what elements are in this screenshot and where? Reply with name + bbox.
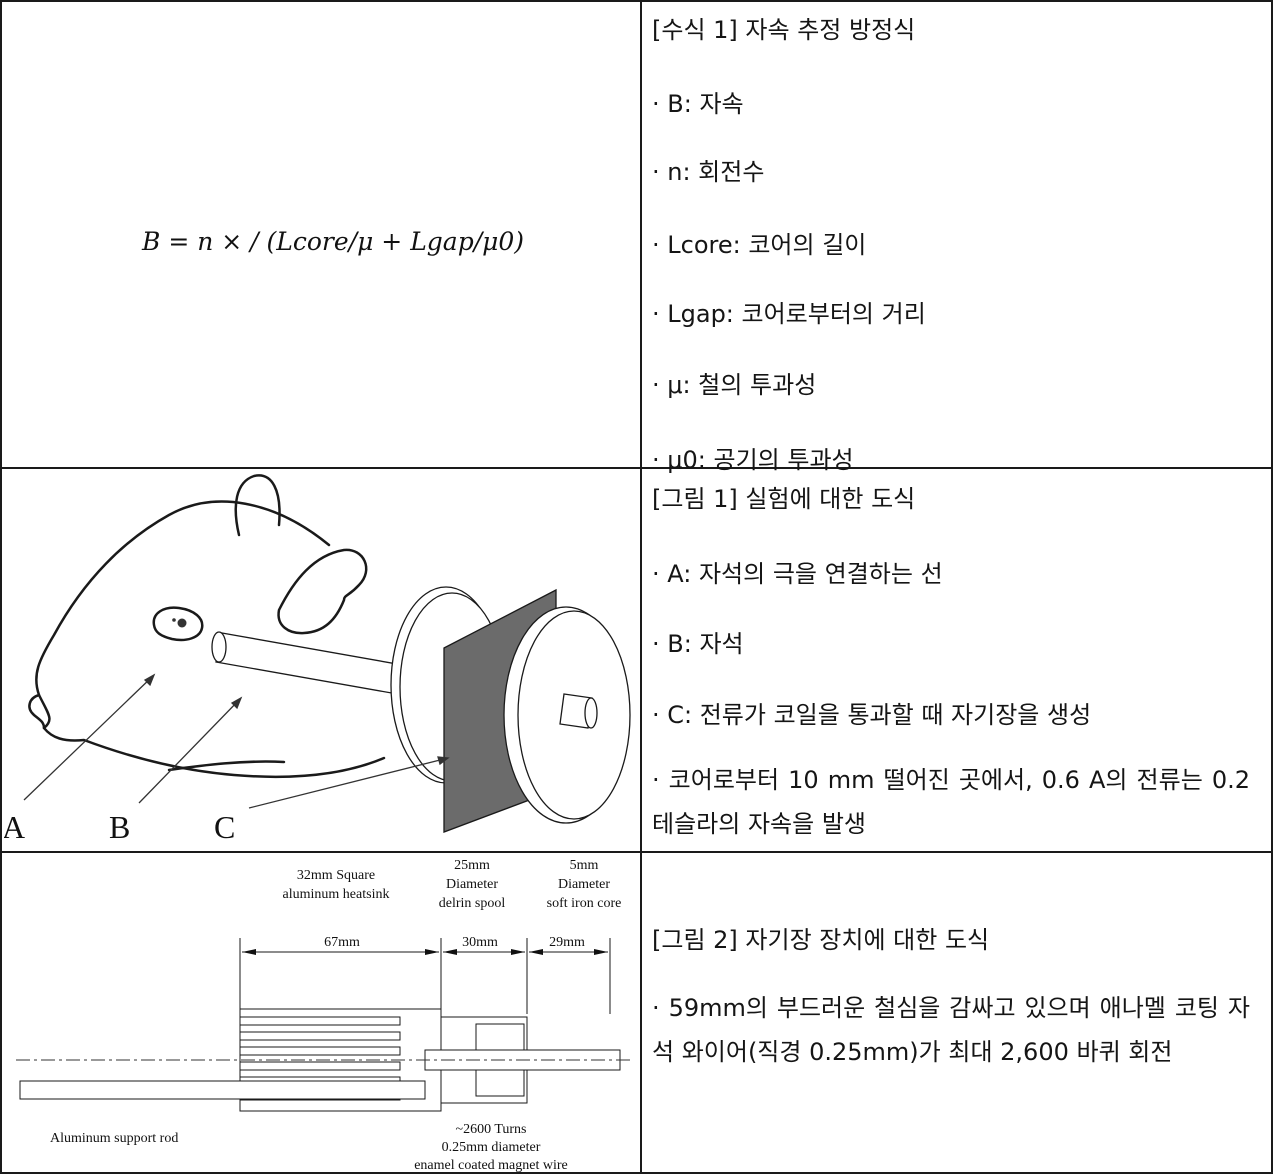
legend-item: · A: 자석의 극을 연결하는 선 — [652, 560, 943, 588]
rat-eye — [152, 606, 204, 642]
rod-label: Aluminum support rod — [50, 1131, 178, 1146]
legend-item: · μ0: 공기의 투과성 — [652, 446, 854, 474]
legend-item: · B: 자석 — [652, 630, 744, 658]
label-a: A — [4, 809, 25, 845]
table-border-left — [0, 0, 2, 1174]
row-divider-1 — [0, 467, 1273, 469]
turns-label: 0.25mm diameter — [442, 1140, 541, 1155]
flux-note: · 코어로부터 10 mm 떨어진 곳에서, 0.6 A의 전류는 0.2 테슬… — [652, 766, 1250, 838]
flux-equation: B = n × / (Lcore/μ + Lgap/μ0) — [142, 227, 525, 256]
equation-legend: [수식 1] 자속 추정 방정식 · B: 자속 · n: 회전수 · Lcor… — [652, 0, 1272, 474]
core-label: soft iron core — [547, 896, 622, 911]
arrow-c — [248, 757, 449, 809]
heatsink-label: 32mm Square — [297, 868, 375, 883]
legend-item: · C: 전류가 코일을 통과할 때 자기장을 생성 — [652, 701, 1092, 729]
column-divider — [640, 0, 642, 1174]
figure2-title: [그림 2] 자기장 장치에 대한 도식 — [652, 926, 990, 954]
experiment-legend: [그림 1] 실험에 대한 도식 · A: 자석의 극을 연결하는 선 · B:… — [652, 469, 1272, 851]
device-schematic: 32mm Square aluminum heatsink 25mm Diame… — [16, 858, 630, 1172]
table-border-bottom — [0, 1172, 1273, 1174]
legend-item: · B: 자속 — [652, 90, 744, 118]
dim-67: 67mm — [324, 935, 360, 950]
dim-29: 29mm — [549, 935, 585, 950]
arrow-b — [138, 697, 242, 804]
rat-mouth — [167, 760, 286, 772]
core-rod-end — [584, 697, 598, 729]
spool-label: 25mm — [454, 858, 490, 873]
core-label: 5mm — [570, 858, 599, 873]
device-note: · 59mm의 부드러운 철심을 감싸고 있으며 애나멜 코팅 자석 와이어(직… — [652, 994, 1250, 1066]
rat-pupil-dot — [172, 618, 176, 622]
experiment-figure: A B C — [4, 474, 631, 845]
dim-30: 30mm — [462, 935, 498, 950]
aluminum-support-rod — [19, 1080, 426, 1100]
heatsink-label: aluminum heatsink — [283, 887, 390, 902]
device-legend: [그림 2] 자기장 장치에 대한 도식 · 59mm의 부드러운 철심을 감싸… — [652, 853, 1272, 1172]
legend-item: · Lgap: 코어로부터의 거리 — [652, 300, 926, 328]
rat-head-outline — [35, 500, 386, 779]
arrow-a — [23, 674, 155, 801]
table-border-right — [1271, 0, 1273, 1174]
core-rod-start — [211, 631, 227, 663]
label-c: C — [214, 809, 235, 845]
label-b: B — [109, 809, 130, 845]
row-divider-2 — [0, 851, 1273, 853]
rat-pupil — [177, 618, 187, 628]
turns-label: enamel coated magnet wire — [414, 1158, 568, 1172]
rat-nose — [28, 693, 46, 730]
rat-ear-top — [234, 474, 281, 537]
equation-title: [수식 1] 자속 추정 방정식 — [652, 16, 916, 44]
legend-item: · n: 회전수 — [652, 158, 765, 186]
rat-ear-side — [277, 548, 368, 635]
spool-label: delrin spool — [439, 896, 506, 911]
spool-label: Diameter — [446, 877, 498, 892]
legend-item: · μ: 철의 투과성 — [652, 371, 817, 399]
core-label: Diameter — [558, 877, 610, 892]
legend-item: · Lcore: 코어의 길이 — [652, 231, 867, 259]
table-border-top — [0, 0, 1273, 2]
turns-label: ~2600 Turns — [456, 1122, 527, 1137]
figure1-title: [그림 1] 실험에 대한 도식 — [652, 485, 916, 513]
